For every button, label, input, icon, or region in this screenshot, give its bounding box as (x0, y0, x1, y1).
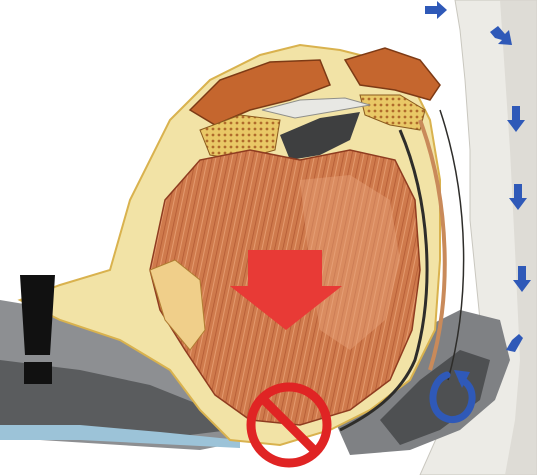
arrow-icon (425, 1, 447, 19)
exclamation-icon (20, 275, 55, 384)
